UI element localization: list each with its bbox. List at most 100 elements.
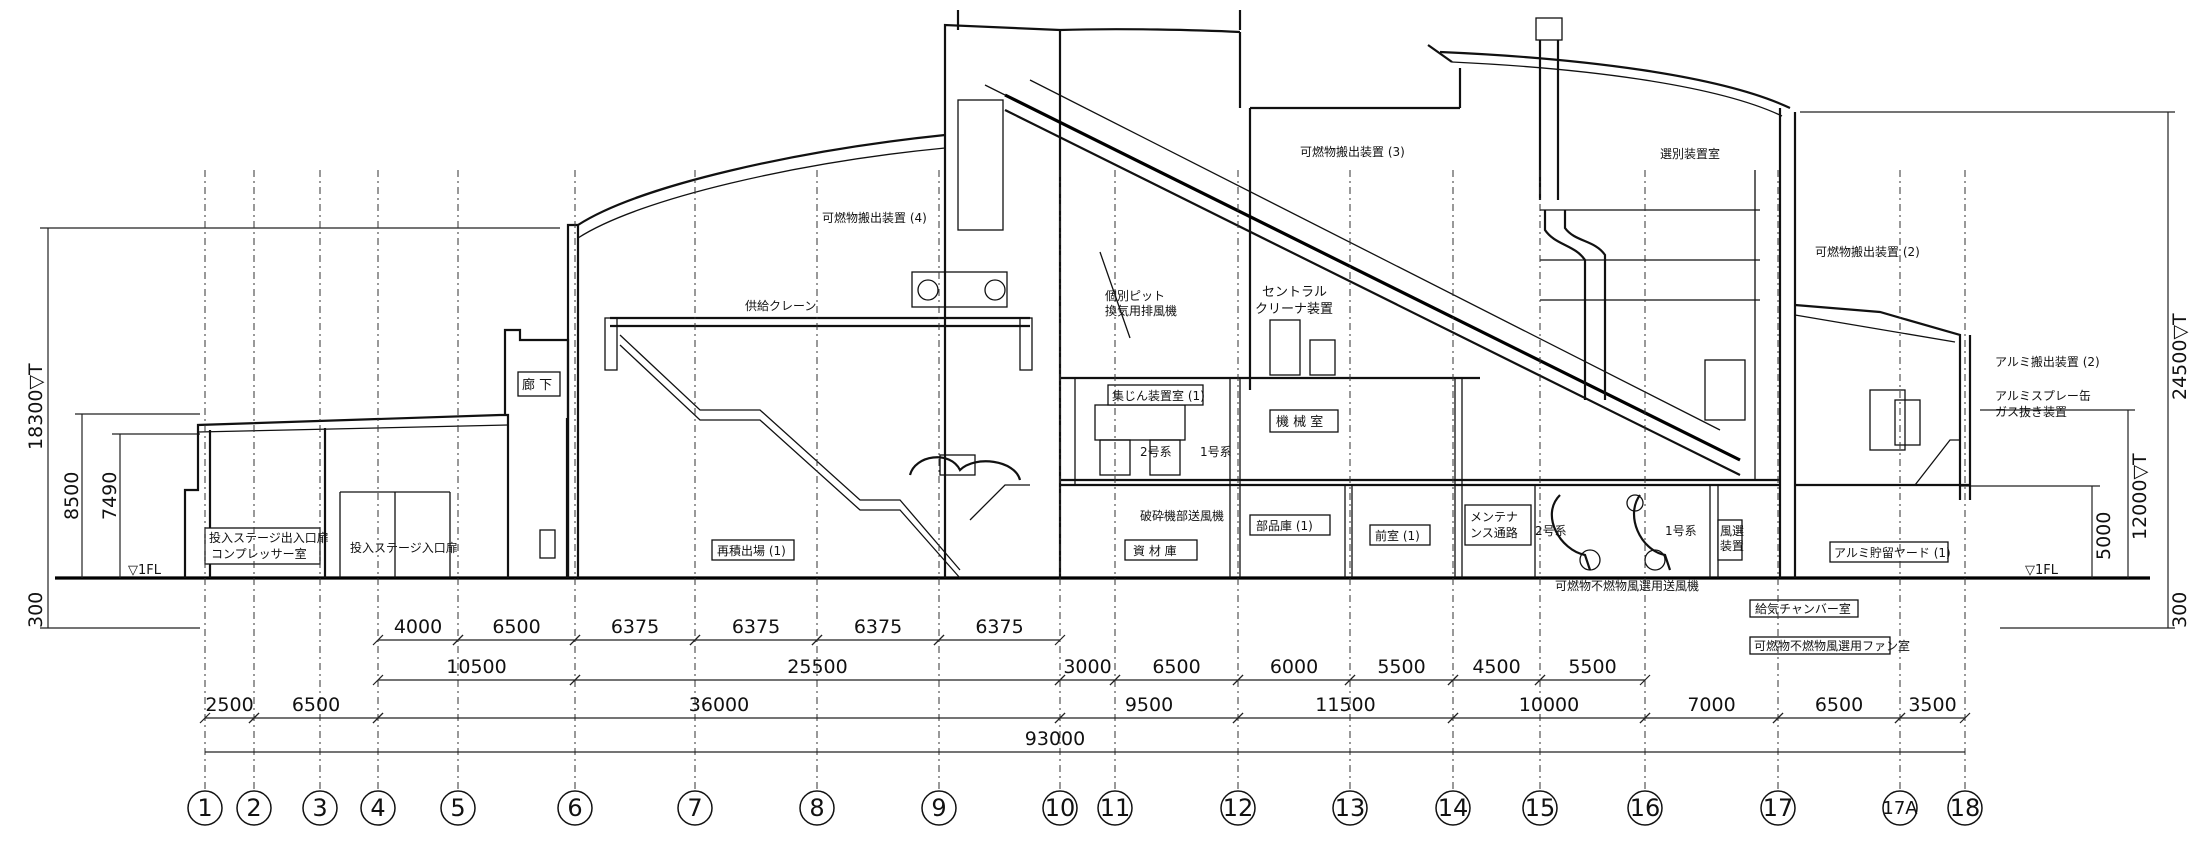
axis-bubble-3: 3 <box>302 790 338 826</box>
dim-row3-tick <box>1447 712 1459 724</box>
dim-row1-tick <box>811 634 823 646</box>
label-pit-fan: 個別ピット換気用排風機 <box>1105 289 1177 318</box>
axis-circle <box>557 790 593 826</box>
axis-bubble-14: 14 <box>1435 790 1471 826</box>
dim-row1-label: 6375 <box>854 616 902 638</box>
label-alu-spray: アルミスプレー缶ガス抜き装置 <box>1995 389 2091 419</box>
dim-row3-label: 9500 <box>1125 694 1173 716</box>
axis-label: 4 <box>370 794 385 822</box>
building-structure <box>183 10 1972 578</box>
axis-label: 1 <box>197 794 212 822</box>
label-dust-room: 集じん装置室 (1) <box>1112 388 1205 403</box>
label-no1b: 1号系 <box>1665 524 1697 538</box>
dim-row2-label: 5500 <box>1377 656 1425 678</box>
axis-bubble-18: 18 <box>1947 790 1983 826</box>
axis-label: 17A <box>1882 798 1918 819</box>
dim-row2-tick <box>372 674 384 686</box>
axis-bubble-7: 7 <box>677 790 713 826</box>
axis-circle <box>799 790 835 826</box>
dim-row1-tick <box>1054 634 1066 646</box>
height-8500: 8500 <box>61 472 83 520</box>
axis-circle <box>1522 790 1558 826</box>
dim-row3-label: 3500 <box>1908 694 1956 716</box>
dim-row2-label: 6000 <box>1270 656 1318 678</box>
crane-and-stairs <box>604 271 1033 579</box>
axis-label: 2 <box>246 794 261 822</box>
label-parts-store: 部品庫 (1) <box>1256 518 1313 533</box>
fl-mark-right: ▽1FL <box>2025 563 2059 578</box>
axis-bubble-6: 6 <box>557 790 593 826</box>
dim-row3-label: 10000 <box>1519 694 1579 716</box>
label-input-stage-compressor: 投入ステージ出入口扉コンプレッサー室 <box>209 530 329 561</box>
axis-label: 3 <box>312 794 327 822</box>
height-7490: 7490 <box>99 472 121 520</box>
axis-circle <box>921 790 957 826</box>
axis-bubble-13: 13 <box>1332 790 1368 826</box>
axis-label: 5 <box>450 794 465 822</box>
dim-row2-tick <box>569 674 581 686</box>
axis-bubble-1: 1 <box>187 790 223 826</box>
dim-row2-tick <box>1447 674 1459 686</box>
axis-label: 13 <box>1335 794 1366 822</box>
dim-row1-label: 6500 <box>492 616 540 638</box>
label-input-stage-door: 投入ステージ入口扉 <box>350 540 458 555</box>
axis-bubble-16: 16 <box>1627 790 1663 826</box>
label-alu-yard: アルミ貯留ヤード (1) <box>1834 546 1951 560</box>
dim-row2-tick <box>1232 674 1244 686</box>
axis-circle <box>1947 790 1983 826</box>
dim-row3-tick <box>1959 712 1971 724</box>
label-no2b: 2号系 <box>1535 524 1567 538</box>
label-crusher-fan: 破砕機部送風機 <box>1140 508 1224 523</box>
dim-row1-label: 4000 <box>394 616 442 638</box>
dim-row2-label: 5500 <box>1568 656 1616 678</box>
label-room1: 前室 (1) <box>1375 528 1420 543</box>
label-no2: 2号系 <box>1140 445 1172 459</box>
axis-circle <box>1332 790 1368 826</box>
dim-row3-label: 6500 <box>1815 694 1863 716</box>
axis-label: 12 <box>1223 794 1254 822</box>
label-combustible-out-4: 可燃物搬出装置 (4) <box>822 210 927 225</box>
dim-row2-label: 10500 <box>446 656 506 678</box>
axis-bubble-9: 9 <box>921 790 957 826</box>
height-300-right: 300 <box>2169 592 2191 628</box>
axis-label: 11 <box>1100 794 1131 822</box>
axis-bubble-11: 11 <box>1097 790 1133 826</box>
room-labels: 投入ステージ出入口扉コンプレッサー室 投入ステージ入口扉 廊 下 供給クレーン … <box>204 144 2100 655</box>
axis-bubble-8: 8 <box>799 790 835 826</box>
dim-row2-tick <box>1534 674 1546 686</box>
dim-row1-label: 6375 <box>732 616 780 638</box>
fl-mark-left: ▽1FL <box>128 563 162 578</box>
axis-circle <box>1627 790 1663 826</box>
dim-row2-label: 3000 <box>1063 656 1111 678</box>
label-maintenance: メンテナンス通路 <box>1470 510 1518 540</box>
dim-row3-tick <box>1639 712 1651 724</box>
label-alu-out: アルミ搬出装置 (2) <box>1995 354 2100 369</box>
axis-bubble-12: 12 <box>1220 790 1256 826</box>
height-300-left: 300 <box>25 592 47 628</box>
axis-bubble-15: 15 <box>1522 790 1558 826</box>
dim-row3-label: 2500 <box>205 694 253 716</box>
label-reentry-yard: 再積出場 (1) <box>717 543 786 558</box>
axis-bubble-5: 5 <box>440 790 476 826</box>
axis-label: 14 <box>1438 794 1469 822</box>
axis-circle <box>1220 790 1256 826</box>
dim-row3-label: 11500 <box>1315 694 1375 716</box>
axis-circle <box>677 790 713 826</box>
label-corridor: 廊 下 <box>522 377 552 393</box>
dim-row3-tick <box>1894 712 1906 724</box>
height-24500: 24500▽T <box>2169 313 2191 400</box>
axis-circle <box>440 790 476 826</box>
dimension-total: 93000 <box>205 728 1965 753</box>
right-height-dimensions: 24500▽T 12000▽T 5000 300 ▽1FL <box>1800 111 2191 629</box>
axis-circle <box>1042 790 1078 826</box>
axis-circle <box>302 790 338 826</box>
dim-row1-label: 6375 <box>975 616 1023 638</box>
axis-circle <box>1435 790 1471 826</box>
dim-row3-tick <box>372 712 384 724</box>
label-combustible-out-2: 可燃物搬出装置 (2) <box>1815 244 1920 259</box>
axis-bubble-2: 2 <box>236 790 272 826</box>
dim-row1-label: 6375 <box>611 616 659 638</box>
dim-total-label: 93000 <box>1025 728 1085 750</box>
label-sorting-room: 選別装置室 <box>1660 146 1720 161</box>
